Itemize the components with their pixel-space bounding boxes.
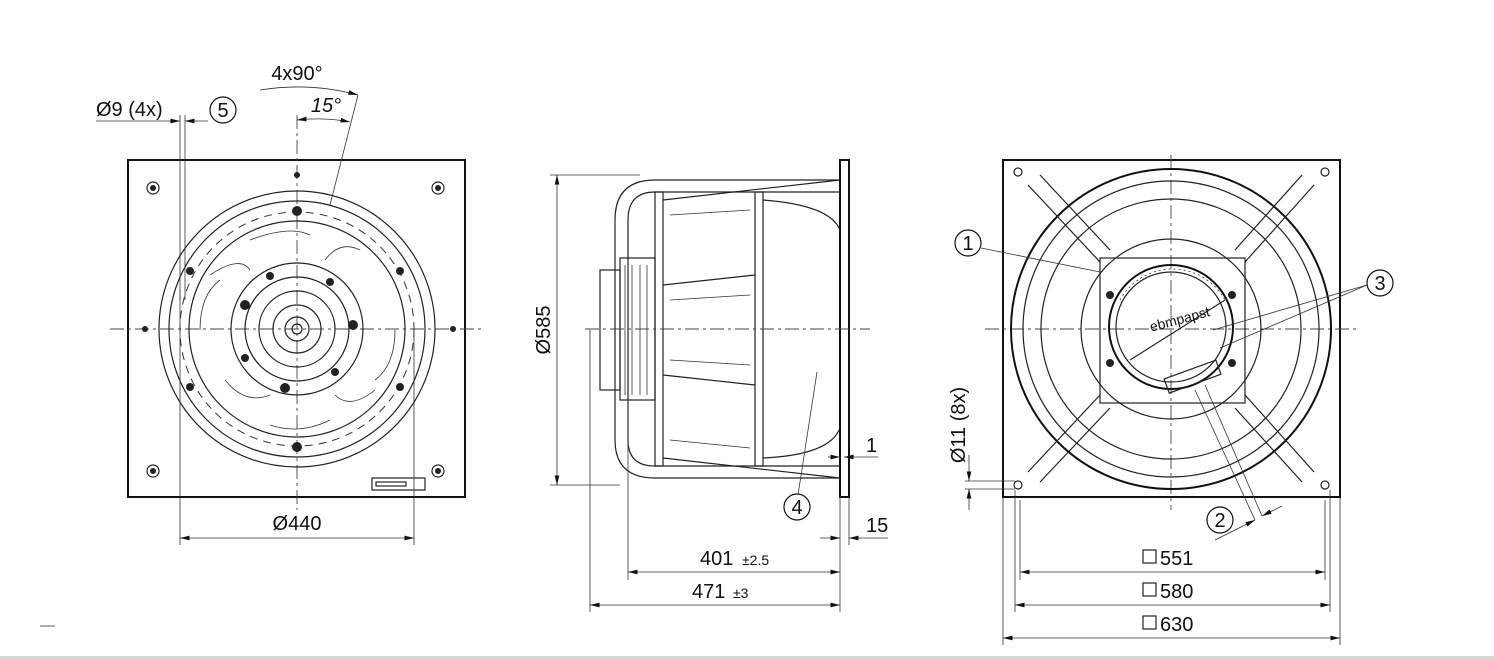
side-flange <box>839 159 850 498</box>
callout-3-label: 3 <box>1374 273 1385 295</box>
rear-view: ebmpapst 551 580 630 Ø11 (8x) 1 <box>948 155 1394 645</box>
callout-2-label: 2 <box>1214 510 1225 532</box>
motor-rotor <box>1108 264 1234 390</box>
angle-pattern-label: 4x90° <box>271 63 322 85</box>
square-630-label: 630 <box>1160 614 1193 636</box>
inner-length-label: 401 <box>700 548 733 570</box>
callout-1-label: 1 <box>962 233 973 255</box>
side-diameter-label: Ø585 <box>533 306 555 355</box>
rear-hole-label: Ø11 (8x) <box>948 387 970 463</box>
callout-bubble-5 <box>209 96 237 124</box>
callout-4-label: 4 <box>791 497 802 519</box>
brand-logo: ebmpapst <box>1148 303 1212 334</box>
callout-bubble-4 <box>783 493 811 521</box>
front-view: Ø440 Ø9 (4x) 5 4x90° 15° <box>96 63 482 545</box>
front-hole-label: Ø9 (4x) <box>96 99 163 121</box>
support-arms <box>1027 174 1315 483</box>
motor-mount-plate <box>1099 257 1246 404</box>
callout-5-label: 5 <box>217 100 228 122</box>
rear-mounting-plate <box>1002 159 1341 498</box>
impeller-blades <box>199 230 396 430</box>
terminal-box-outline <box>371 477 426 491</box>
bolt-holes <box>142 172 456 478</box>
side-view: Ø585 401 ±2.5 471 ±3 15 1 4 <box>533 159 888 612</box>
flange-thickness-label: 15 <box>866 515 888 537</box>
callout-bubble-1 <box>954 229 982 257</box>
front-mounting-plate <box>127 159 466 498</box>
square-551-label: 551 <box>1160 548 1193 570</box>
corner-holes <box>1013 167 1330 490</box>
motor-housing <box>599 269 621 391</box>
square-580-label: 580 <box>1160 581 1193 603</box>
gap-label: 1 <box>866 435 877 457</box>
inner-length-tolerance: ±2.5 <box>742 552 769 568</box>
page-bottom-edge <box>0 656 1494 660</box>
callout-bubble-2 <box>1206 506 1234 534</box>
callout-bubble-3 <box>1366 269 1394 297</box>
front-diameter-label: Ø440 <box>273 513 322 535</box>
total-length-tolerance: ±3 <box>733 585 749 601</box>
total-length-label: 471 <box>692 581 725 603</box>
cable-glands <box>1163 359 1222 394</box>
angle-offset-label: 15° <box>311 95 341 117</box>
